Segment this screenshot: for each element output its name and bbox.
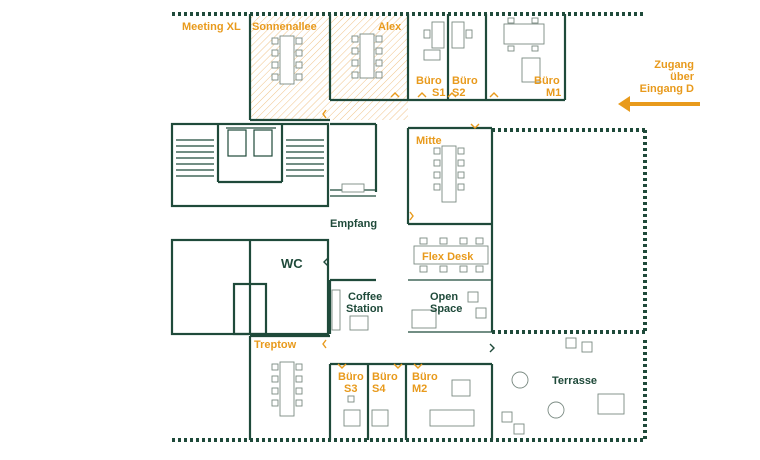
label-treptow: Treptow	[254, 339, 297, 351]
label-buero-s4-line2: S4	[372, 383, 386, 395]
label-open-line2: Space	[430, 303, 462, 315]
label-wc: WC	[281, 256, 303, 271]
label-buero-s2-line2: S2	[452, 87, 465, 99]
label-terrasse: Terrasse	[552, 375, 597, 387]
label-buero-m1-line2: M1	[546, 87, 561, 99]
label-sonnenallee: Sonnenallee	[252, 21, 317, 33]
label-entrance-line1: Zugang	[654, 59, 694, 71]
label-open-line1: Open	[430, 291, 458, 303]
room-labels: Meeting XL Sonnenallee Alex Büro S1 Büro…	[182, 21, 695, 395]
label-buero-s4-line1: Büro	[372, 371, 398, 383]
furniture	[271, 17, 625, 435]
entrance-arrow-icon	[618, 96, 700, 112]
interior-walls	[170, 14, 567, 440]
label-coffee-line1: Coffee	[348, 291, 382, 303]
label-buero-s2-line1: Büro	[452, 75, 478, 87]
label-buero-s3-line2: S3	[344, 383, 357, 395]
label-flex-desk: Flex Desk	[422, 251, 474, 263]
label-meeting-xl: Meeting XL	[182, 21, 241, 33]
label-buero-m1-line1: Büro	[534, 75, 560, 87]
label-buero-m2-line2: M2	[412, 383, 427, 395]
label-buero-m2-line1: Büro	[412, 371, 438, 383]
label-buero-s1-line1: Büro	[416, 75, 442, 87]
label-empfang: Empfang	[330, 218, 377, 230]
label-buero-s3-line1: Büro	[338, 371, 364, 383]
label-buero-s1-line2: S1	[432, 87, 445, 99]
label-mitte: Mitte	[416, 135, 442, 147]
door-markers	[322, 92, 499, 369]
label-entrance-line2: über	[670, 71, 695, 83]
label-coffee-line2: Station	[346, 303, 384, 315]
label-entrance-line3: Eingang D	[640, 83, 694, 95]
label-alex: Alex	[378, 21, 402, 33]
